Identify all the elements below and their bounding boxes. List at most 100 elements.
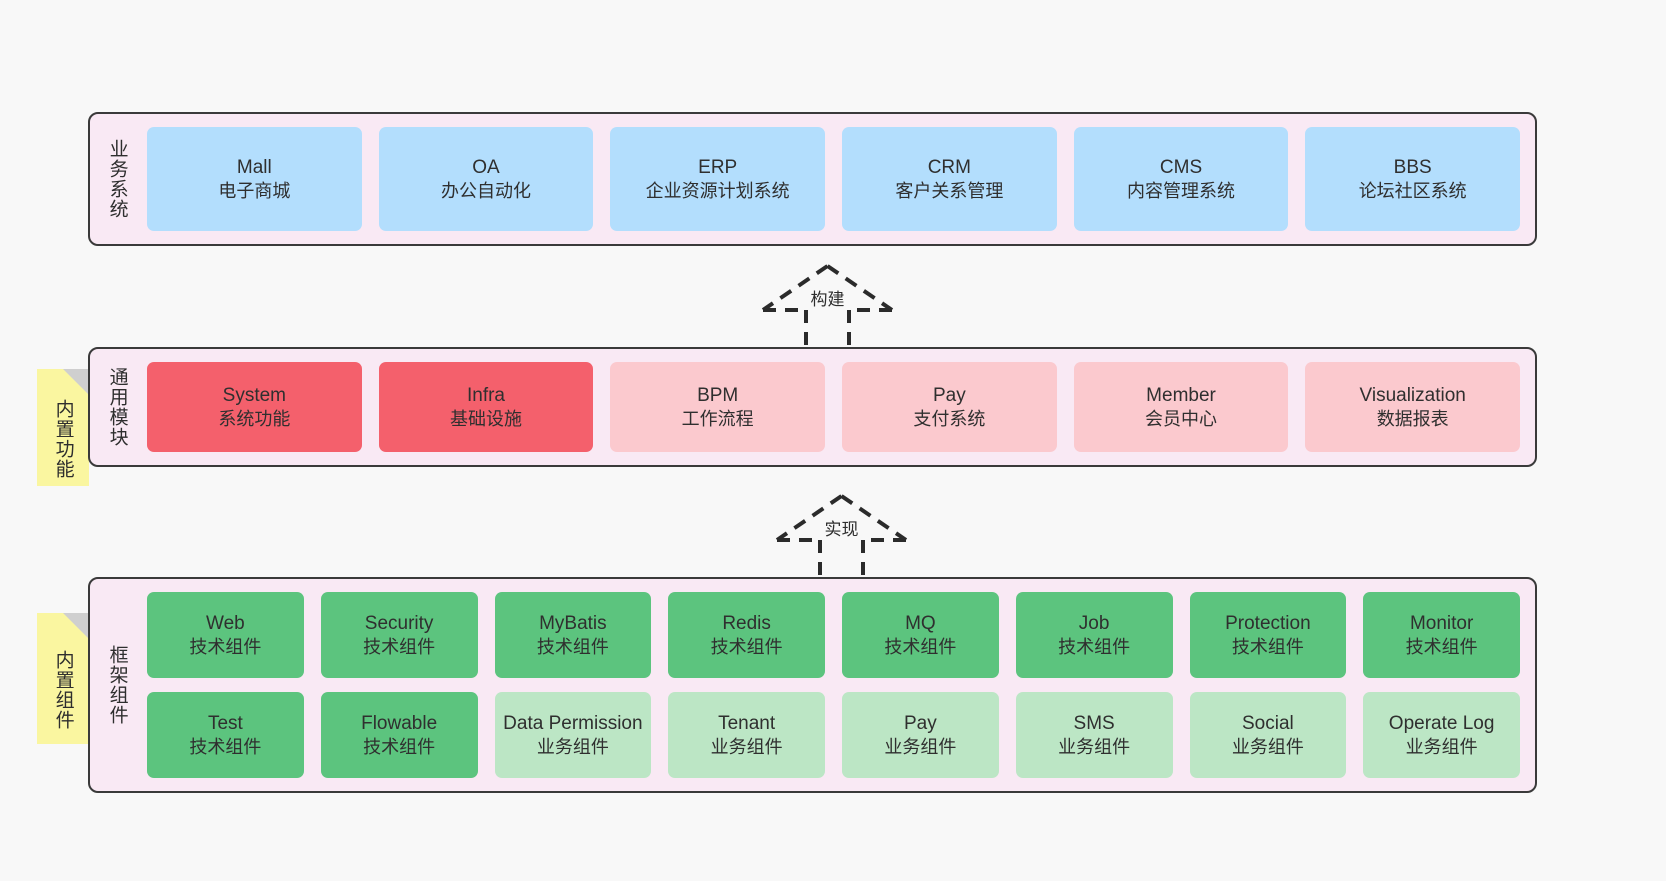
sticky-note-builtin-features-label: 内置功能 <box>52 398 74 479</box>
box-subtitle: 电子商城 <box>218 180 291 201</box>
box-subtitle: 技术组件 <box>1405 636 1478 657</box>
box-title: Protection <box>1225 612 1311 634</box>
box-subtitle: 工作流程 <box>681 408 754 429</box>
arrow-implement-label: 实现 <box>822 515 861 540</box>
box-subtitle: 业务组件 <box>1058 736 1131 757</box>
box-title: MQ <box>905 612 936 634</box>
sticky-note-builtin-components: 内置组件 <box>37 613 89 744</box>
box-title: Monitor <box>1409 612 1474 634</box>
box-subtitle: 业务组件 <box>710 736 783 757</box>
layer-title-business-systems: 业务系统 <box>106 139 128 219</box>
sticky-note-builtin-features: 内置功能 <box>37 369 89 486</box>
box-title: OA <box>472 156 500 178</box>
box-title: Security <box>364 612 434 634</box>
box-subtitle: 业务组件 <box>536 736 609 757</box>
box-subtitle: 技术组件 <box>363 736 436 757</box>
box-title: Infra <box>466 384 506 406</box>
box-subtitle: 企业资源计划系统 <box>645 180 790 201</box>
box-subtitle: 业务组件 <box>1231 736 1304 757</box>
box-title: Mall <box>236 156 272 178</box>
arrow-build: 构建 <box>760 262 895 352</box>
box-title: Tenant <box>718 712 776 734</box>
box-title: System <box>222 384 287 406</box>
box-subtitle: 技术组件 <box>884 636 957 657</box>
box-title: MyBatis <box>539 612 607 634</box>
box-title: Pay <box>932 384 966 406</box>
box-title: Web <box>206 612 245 634</box>
box-subtitle: 论坛社区系统 <box>1358 180 1467 201</box>
box-title: Flowable <box>361 712 438 734</box>
arrow-implement: 实现 <box>774 492 909 582</box>
layer-title-common-modules: 通用模块 <box>106 367 128 447</box>
box-title: Operate Log <box>1388 712 1495 734</box>
box-subtitle: 技术组件 <box>363 636 436 657</box>
box-subtitle: 业务组件 <box>884 736 957 757</box>
box-title: Pay <box>904 712 937 734</box>
box-title: CRM <box>927 156 971 178</box>
sticky-note-builtin-components-label: 内置组件 <box>52 649 74 730</box>
box-subtitle: 技术组件 <box>189 736 262 757</box>
box-title: CMS <box>1159 156 1203 178</box>
box-subtitle: 技术组件 <box>1231 636 1304 657</box>
box-title: Job <box>1078 612 1110 634</box>
box-subtitle: 数据报表 <box>1376 408 1449 429</box>
box-title: BPM <box>697 384 739 406</box>
box-subtitle: 会员中心 <box>1145 408 1218 429</box>
box-title: Data Permission <box>503 712 643 734</box>
box-subtitle: 支付系统 <box>913 408 986 429</box>
box-title: Member <box>1146 384 1216 406</box>
box-title: Test <box>207 712 243 734</box>
box-title: SMS <box>1073 712 1115 734</box>
box-title: Visualization <box>1359 384 1466 406</box>
layer-title-framework-components: 框架组件 <box>106 645 128 725</box>
box-subtitle: 基础设施 <box>450 408 522 429</box>
box-subtitle: 客户关系管理 <box>895 180 1004 201</box>
box-title: Redis <box>722 612 771 634</box>
box-subtitle: 技术组件 <box>710 636 783 657</box>
box-subtitle: 技术组件 <box>536 636 609 657</box>
box-subtitle: 办公自动化 <box>441 180 531 201</box>
box-subtitle: 系统功能 <box>218 408 291 429</box>
box-title: BBS <box>1393 156 1432 178</box>
box-subtitle: 内容管理系统 <box>1127 180 1236 201</box>
box-subtitle: 技术组件 <box>189 636 262 657</box>
arrow-build-label: 构建 <box>808 285 847 310</box>
